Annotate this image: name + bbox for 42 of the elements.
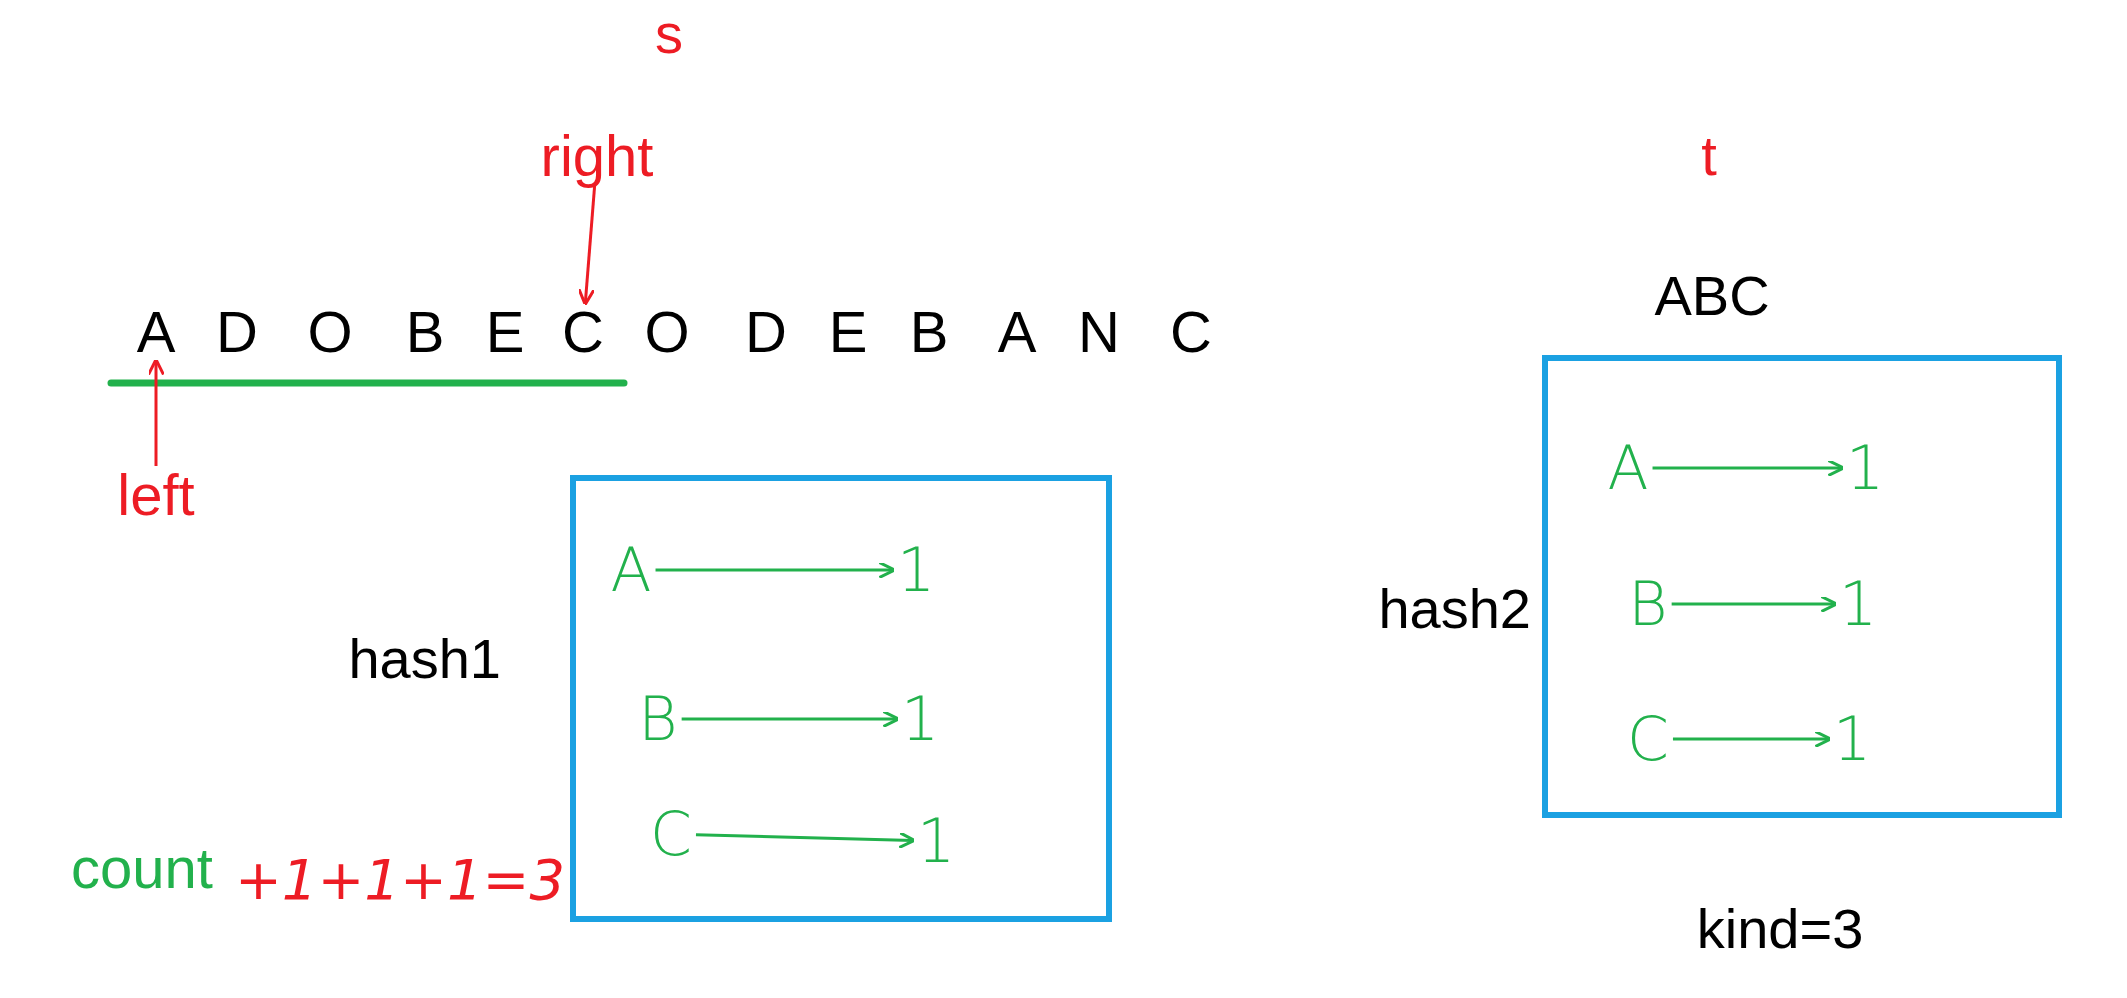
string-name: t	[1701, 128, 1717, 184]
target-string: ABC	[1654, 268, 1770, 324]
hash-entry: 1	[1834, 574, 1882, 634]
arrow	[695, 831, 916, 850]
letter: A	[993, 303, 1041, 361]
letter: B	[401, 303, 449, 361]
count-expression: +1+1+1=3	[234, 852, 566, 908]
hash-entry: C	[1623, 709, 1673, 769]
pointer-label: left	[117, 466, 195, 524]
letter: O	[303, 303, 357, 361]
hash-table-name: hash2	[1378, 581, 1531, 637]
letter: D	[212, 303, 262, 361]
letter: C	[1166, 303, 1216, 361]
arrow	[577, 184, 597, 306]
hash-entry: 1	[912, 811, 960, 871]
hash-entry: B	[634, 689, 682, 749]
arrow	[681, 710, 900, 728]
counter-label: count	[71, 839, 213, 897]
arrow	[147, 358, 165, 466]
arrow	[1652, 459, 1845, 477]
kind-label: kind=3	[1696, 901, 1864, 957]
hash-entry: A	[1603, 438, 1653, 498]
hash-entry: 1	[892, 540, 940, 600]
letter: E	[481, 303, 529, 361]
hash-entry: 1	[1841, 438, 1889, 498]
letter: N	[1074, 303, 1124, 361]
hash-entry: A	[606, 540, 656, 600]
letter: A	[132, 303, 180, 361]
hash-entry: 1	[896, 689, 944, 749]
letter: B	[905, 303, 953, 361]
letter: E	[824, 303, 872, 361]
arrow	[1672, 730, 1832, 748]
hash-table-name: hash1	[348, 631, 501, 687]
hash-entry: B	[1624, 574, 1672, 634]
arrow	[1671, 595, 1838, 613]
arrow	[655, 561, 896, 579]
letter: C	[558, 303, 608, 361]
string-name: s	[655, 6, 683, 62]
hash-entry: 1	[1828, 709, 1876, 769]
hash-entry: C	[646, 804, 696, 864]
letter: D	[741, 303, 791, 361]
letter: O	[640, 303, 694, 361]
